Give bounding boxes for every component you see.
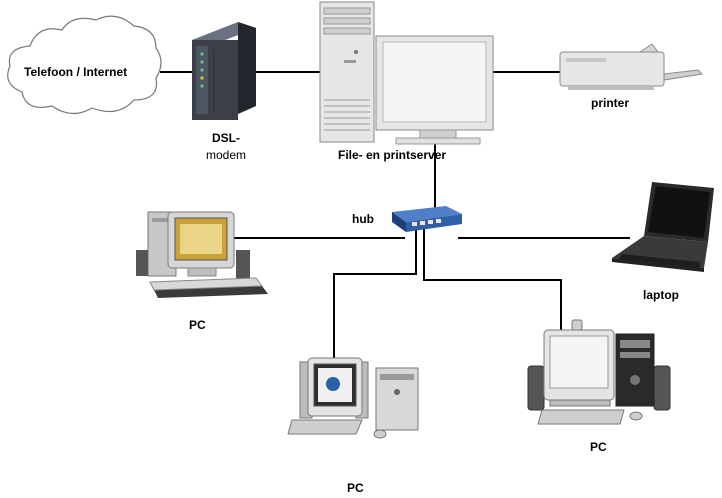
printer-icon bbox=[559, 43, 704, 90]
pc-right-label: PC bbox=[590, 440, 607, 454]
network-cables bbox=[160, 71, 630, 358]
printer-label: printer bbox=[591, 96, 630, 110]
desktop-pc-speakers-icon bbox=[527, 319, 671, 425]
modem-label-line1: DSL- bbox=[212, 131, 240, 145]
hub-label: hub bbox=[352, 212, 374, 226]
laptop-label: laptop bbox=[643, 288, 679, 302]
laptop-icon bbox=[612, 182, 714, 272]
cloud-icon bbox=[7, 15, 162, 115]
internet-label: Telefoon / Internet bbox=[24, 65, 128, 79]
tower-server-icon bbox=[319, 1, 375, 143]
cable-hub-pc-bottom bbox=[333, 228, 417, 358]
dsl-modem-icon bbox=[192, 22, 256, 120]
modem-label-line2: modem bbox=[205, 148, 246, 162]
server-label: File- en printserver bbox=[338, 148, 447, 162]
hp-desktop-pc-icon bbox=[287, 357, 419, 439]
pc-left-label: PC bbox=[189, 318, 206, 332]
desktop-pc-icon bbox=[136, 211, 268, 298]
cable-hub-pc-right bbox=[423, 228, 562, 335]
crt-monitor-icon bbox=[375, 35, 494, 145]
pc-bottom-label: PC bbox=[347, 481, 364, 495]
network-hub-icon bbox=[392, 206, 462, 232]
